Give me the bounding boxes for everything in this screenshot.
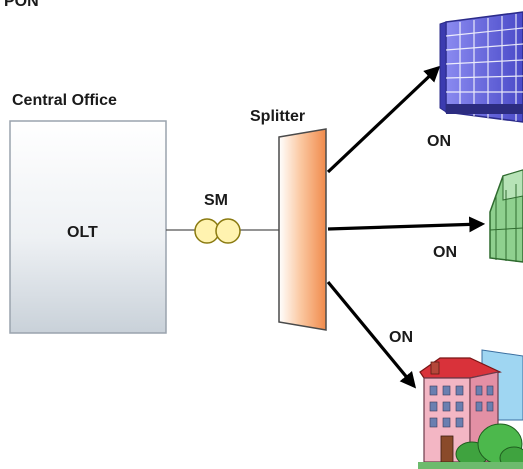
coupler-icon bbox=[194, 218, 241, 244]
arrow-lower bbox=[326, 280, 417, 389]
onu-label-middle: ON bbox=[433, 244, 457, 261]
central-office-box bbox=[9, 120, 167, 334]
arrow-upper bbox=[326, 65, 441, 174]
central-office-title: Central Office bbox=[12, 92, 117, 109]
office-tower-icon bbox=[439, 11, 523, 123]
onu-label-lower: ON bbox=[389, 329, 413, 346]
onu-label-upper: ON bbox=[427, 133, 451, 150]
splitter-block bbox=[278, 128, 327, 331]
olt-label: OLT bbox=[67, 224, 98, 241]
top-text: PON bbox=[4, 0, 39, 10]
apartment-house-icon bbox=[418, 349, 523, 469]
splice-label: SM bbox=[204, 192, 228, 209]
splitter-label: Splitter bbox=[250, 108, 305, 125]
greenhouse-icon bbox=[489, 169, 523, 263]
arrow-middle bbox=[327, 216, 486, 233]
